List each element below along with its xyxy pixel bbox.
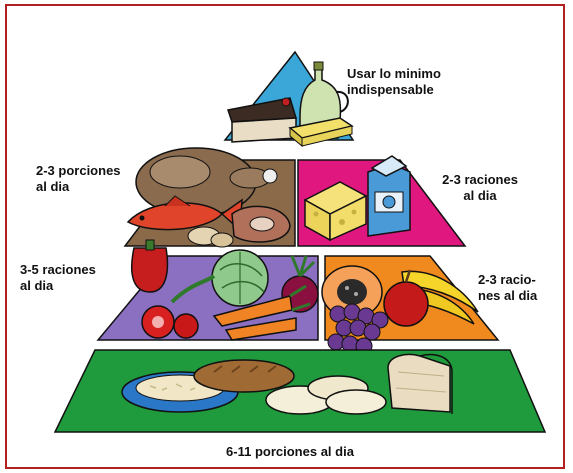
tier-protein: [125, 148, 295, 247]
tier-top: [225, 52, 353, 146]
cake-slice-icon: [228, 98, 296, 142]
label-top-tier: Usar lo minimo indispensable: [347, 66, 441, 98]
label-grain-tier: 6-11 porciones al dia: [180, 444, 400, 460]
pepper-icon: [132, 240, 168, 292]
tier-grains: [55, 350, 545, 432]
label-dairy-tier: 2-3 raciones al dia: [425, 172, 535, 204]
label-protein-tier: 2-3 porciones al dia: [36, 163, 121, 195]
label-vegetable-tier: 3-5 raciones al dia: [20, 262, 96, 294]
tier-fruits: [322, 256, 498, 354]
tier-vegetables: [98, 240, 318, 340]
label-fruit-tier: 2-3 racio- nes al dia: [478, 272, 537, 304]
sliced-bread-icon: [388, 355, 452, 415]
bread-loaf-icon: [194, 360, 294, 392]
cabbage-icon: [212, 250, 268, 306]
